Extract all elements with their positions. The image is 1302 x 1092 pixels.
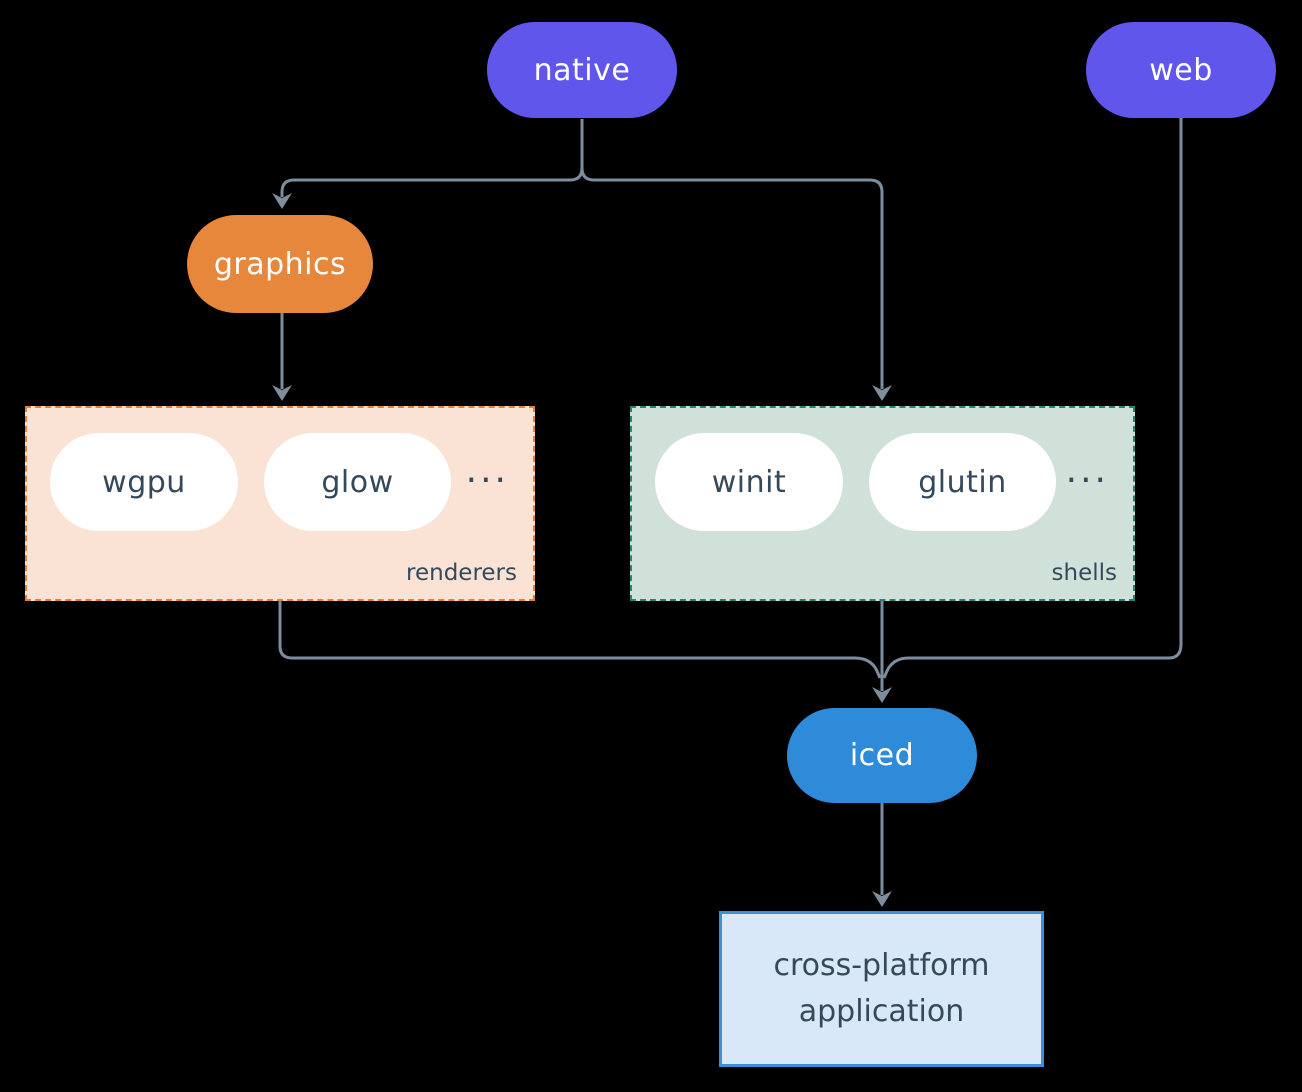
- arrowhead-iced: [872, 687, 892, 703]
- node-web-label: web: [1149, 52, 1213, 88]
- shells-group-label: shells: [1051, 560, 1117, 586]
- app-label-line2: application: [798, 994, 965, 1029]
- node-native: native: [487, 22, 677, 118]
- arrowhead-graphics: [272, 193, 292, 209]
- node-glow: glow: [264, 433, 451, 531]
- node-wgpu: wgpu: [50, 433, 238, 531]
- app-label-line1: cross-platform: [773, 948, 990, 983]
- group-renderers: wgpu glow ... renderers: [25, 406, 535, 601]
- node-wgpu-label: wgpu: [102, 464, 186, 500]
- renderers-ellipsis: ...: [465, 450, 509, 491]
- edge-renderers-to-iced: [278, 601, 882, 679]
- edge-native-to-shells: [580, 119, 884, 389]
- node-native-label: native: [533, 52, 631, 88]
- arrowhead-app: [872, 891, 892, 907]
- node-graphics-label: graphics: [213, 246, 347, 282]
- renderers-group-label: renderers: [406, 560, 517, 586]
- shells-ellipsis: ...: [1065, 450, 1109, 491]
- node-iced-label: iced: [849, 738, 915, 773]
- node-cross-platform-application: cross-platform application: [719, 911, 1044, 1067]
- node-iced: iced: [787, 708, 977, 803]
- node-winit: winit: [655, 433, 843, 531]
- node-web: web: [1086, 22, 1276, 118]
- node-graphics: graphics: [187, 215, 373, 313]
- node-winit-label: winit: [711, 464, 787, 500]
- group-shells: winit glutin ... shells: [630, 406, 1135, 601]
- edge-native-to-graphics: [280, 119, 584, 197]
- arrowhead-renderers: [272, 385, 292, 401]
- edge-web-to-iced: [882, 117, 1183, 679]
- node-glow-label: glow: [321, 464, 394, 500]
- node-glutin-label: glutin: [918, 464, 1007, 500]
- arrowhead-shells: [872, 385, 892, 401]
- node-glutin: glutin: [869, 433, 1056, 531]
